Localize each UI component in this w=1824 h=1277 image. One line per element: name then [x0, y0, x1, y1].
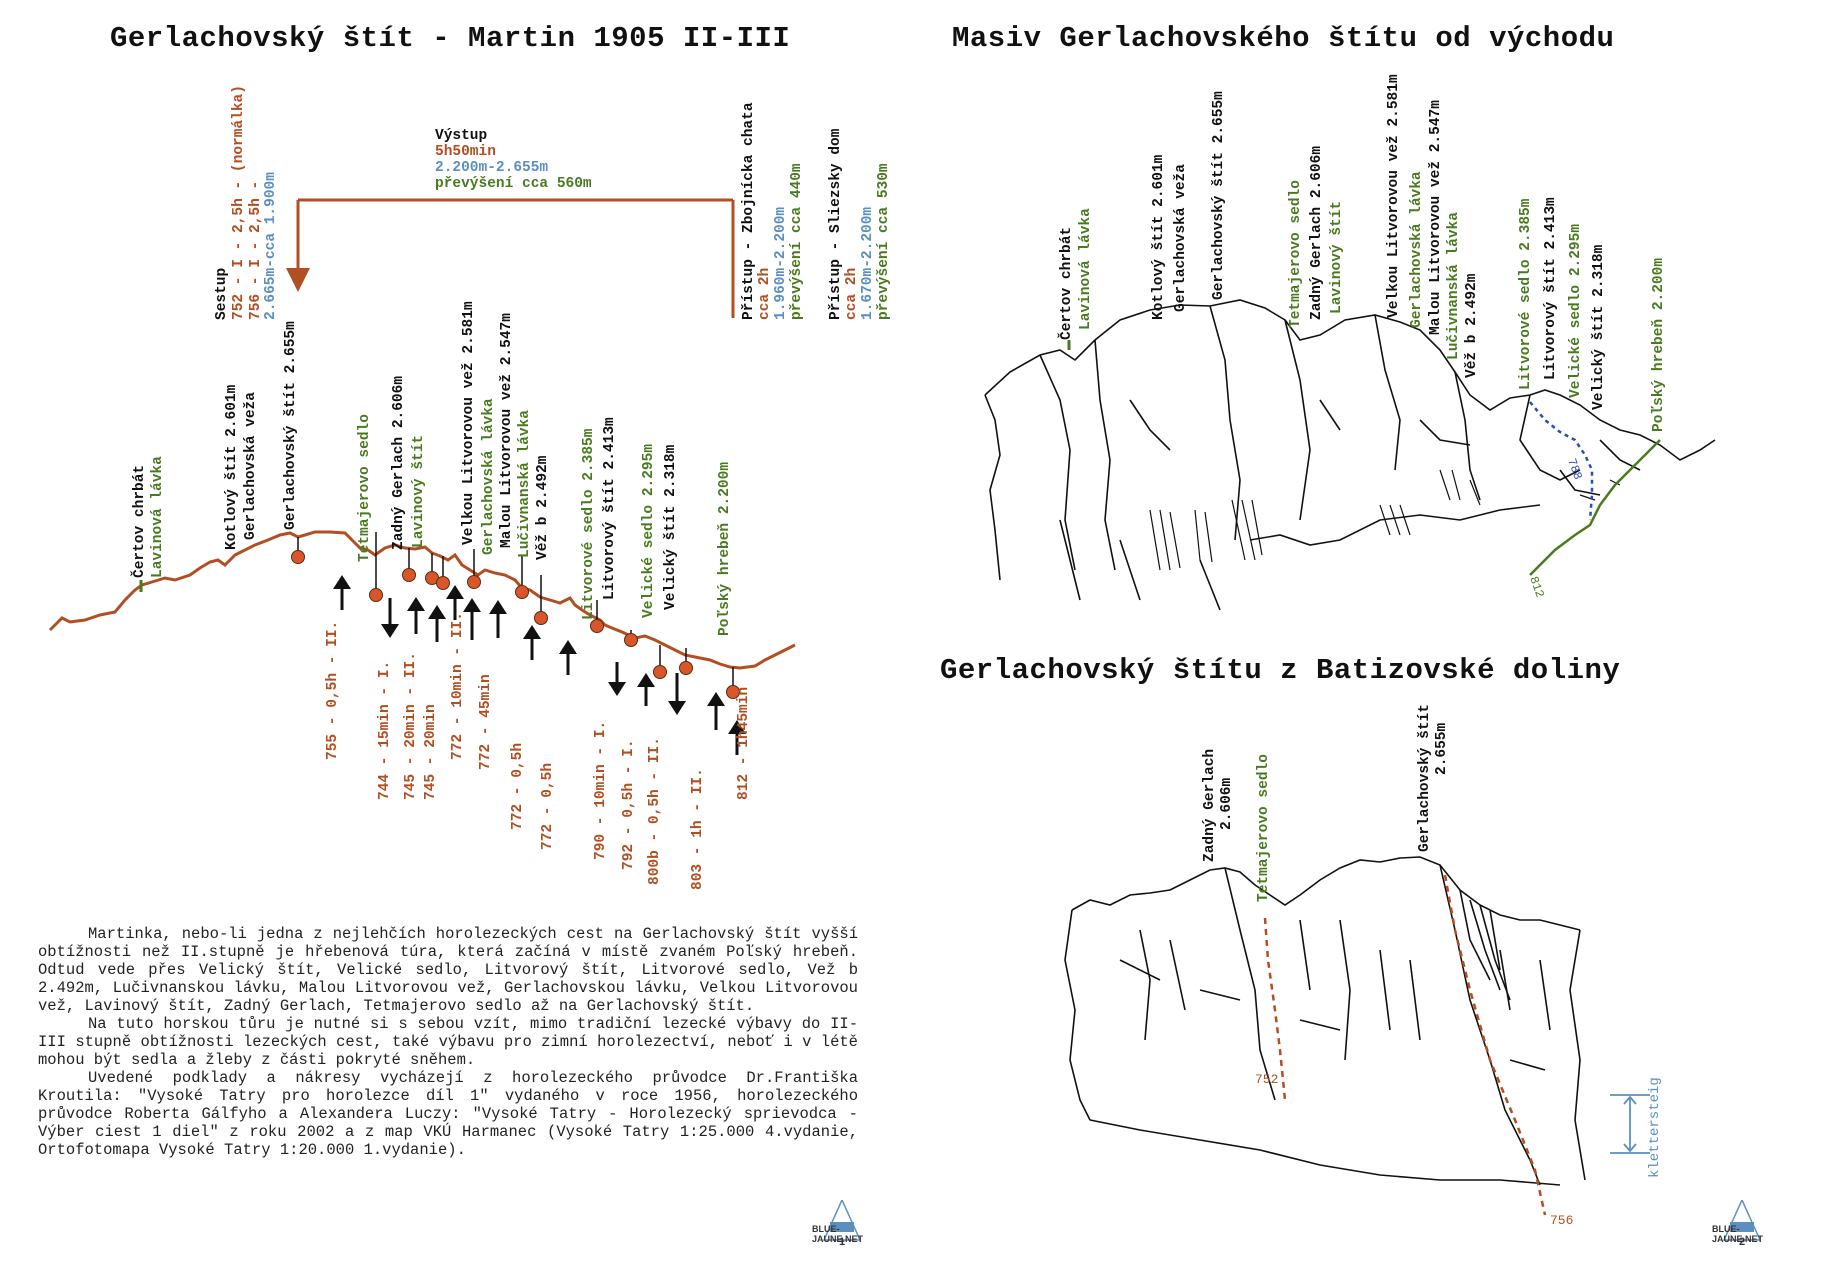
route-788-label: 788 [1564, 457, 1585, 482]
page-number: 2 [1739, 1236, 1746, 1248]
arrow-up-icon [559, 640, 577, 675]
ascent-bracket [296, 198, 735, 318]
bottom-peak-gerlachovsky-alt: 2.655m [1434, 722, 1450, 775]
description-paragraph: Martinka, nebo-li jedna z nejlehčích hor… [38, 925, 858, 1159]
vystup-elevation: převýšení cca 560m [435, 176, 592, 192]
logo-page1: BLUE-JAUNE.NET 1 [812, 1200, 872, 1250]
page2-title-bottom: Gerlachovský štítu z Batizovské doliny [940, 654, 1621, 687]
arrow-up-icon [428, 605, 446, 642]
peak-marker-dot [515, 585, 529, 599]
paragraph-3: Uvedené podklady a nákresy vycházejí z h… [38, 1069, 858, 1159]
peak-marker-dot [590, 619, 604, 633]
page2-title-top: Masiv Gerlachovského štítu od východu [952, 22, 1615, 55]
peak-marker-dot [624, 633, 638, 647]
route-788 [1529, 401, 1594, 521]
vystup-label: Výstup [435, 128, 488, 144]
page-number: 1 [839, 1236, 846, 1248]
bottom-peak-zadny-gerlach-alt: 2.606m [1219, 777, 1235, 830]
ridge-profile [48, 530, 796, 670]
logo-mark-icon [1722, 1200, 1762, 1241]
arrow-up-icon [407, 597, 425, 634]
arrow-up-icon [489, 600, 507, 638]
route-756 [1443, 874, 1547, 1216]
route-812 [1529, 439, 1661, 576]
route-752-label: 752 [1255, 1072, 1278, 1087]
descent-arrow-head [286, 268, 310, 292]
peak-marker-dot [369, 588, 383, 602]
logo-text: BLUE-JAUNE.NET [1712, 1224, 1764, 1244]
route-756-label: 756 [1550, 1213, 1573, 1228]
logo-text: BLUE-JAUNE.NET [812, 1224, 864, 1244]
arrow-up-icon [728, 720, 746, 755]
peak-marker-dot [436, 576, 450, 590]
arrow-down-icon [668, 673, 686, 715]
klettersteig-label: klettersteig [1647, 1077, 1663, 1178]
bottom-peak-zadny-gerlach: Zadný Gerlach [1202, 748, 1218, 862]
vystup-time: 5h50min [435, 144, 496, 160]
peak-marker-dot [291, 550, 305, 564]
peak-markers [291, 532, 740, 699]
peak-marker-dot [402, 568, 416, 582]
vystup-block: Výstup 5h50min 2.200m-2.655m převýšení c… [435, 128, 592, 192]
arrow-up-icon [333, 575, 351, 610]
bottom-peak-tetmajerovo: Tetmajerovo sedlo [1256, 754, 1272, 902]
arrow-up-icon [446, 585, 464, 620]
peak-marker-dot [653, 665, 667, 679]
logo-page2: BLUE-JAUNE.NET 2 [1712, 1200, 1772, 1250]
arrow-up-icon [463, 598, 481, 640]
paragraph-2: Na tuto horskou tůru je nutné si s sebou… [38, 1015, 858, 1069]
klettersteig-marker [1610, 1094, 1650, 1154]
bottom-peak-gerlachovsky: Gerlachovský štít [1417, 704, 1433, 852]
rock-hatches [1149, 469, 1621, 571]
paragraph-1: Martinka, nebo-li jedna z nejlehčích hor… [38, 925, 858, 1015]
arrow-up-icon [637, 673, 655, 706]
peak-marker-dot [679, 661, 693, 675]
arrow-up-icon [707, 692, 725, 730]
arrow-down-icon [381, 598, 399, 638]
page1-title: Gerlachovský štít - Martin 1905 II-III [110, 22, 791, 55]
logo-mark-icon [822, 1200, 862, 1241]
route-812-label: 812 [1526, 575, 1547, 600]
vystup-altitude: 2.200m-2.655m [435, 160, 549, 176]
route-752 [1263, 917, 1287, 1101]
arrow-up-icon [523, 625, 541, 660]
route-arrows [333, 575, 746, 755]
peak-marker-dot [726, 685, 740, 699]
peak-marker-dot [467, 575, 481, 589]
peak-marker-dot [534, 611, 548, 625]
arrow-down-icon [608, 662, 626, 696]
